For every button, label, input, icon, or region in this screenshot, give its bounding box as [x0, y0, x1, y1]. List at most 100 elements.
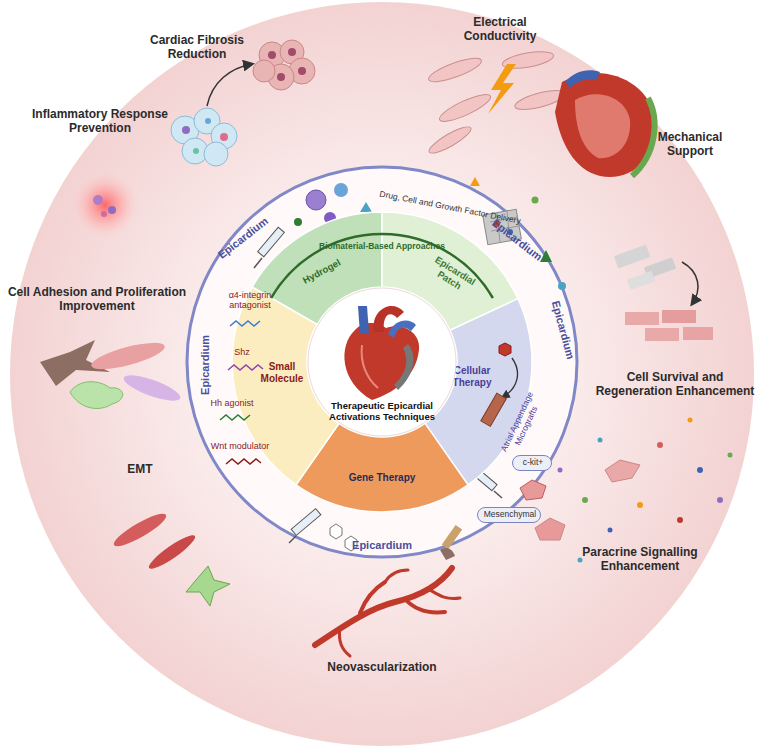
micrograft-illustration: [499, 343, 511, 356]
neovascularization-illustration: [315, 568, 460, 656]
paracrine-illustration: [688, 418, 693, 423]
epicardium-ring: [187, 167, 577, 557]
paracrine-illustration: [582, 497, 588, 503]
neovascularization-illustration: [430, 590, 460, 599]
fibrosis-illustration: [182, 126, 190, 134]
outcome-label: EMT: [110, 463, 170, 477]
molecule-label: α4-integrin antagonist: [220, 290, 280, 311]
segment-label: Gene Therapy: [337, 472, 427, 484]
inflammation-illustration: [71, 171, 139, 239]
inflammation-illustration: [93, 195, 103, 205]
outcome-label: Paracrine Signalling Enhancement: [570, 546, 710, 574]
micrograft-label: Atrial Appendage Micrografts: [498, 387, 546, 461]
mechanical-heart-illustration: [555, 73, 655, 177]
hydrogel-delivery-illustration: [334, 183, 348, 197]
cellular-delivery-illustration: [520, 480, 546, 500]
outcome-label: Cell Survival and Regeneration Enhanceme…: [589, 371, 761, 399]
emt-illustration: [146, 531, 199, 573]
epicardium-label: Epicardium: [199, 325, 212, 405]
mechanical-heart-illustration: [565, 70, 600, 88]
micrograft-illustration: [481, 393, 507, 426]
cellular-delivery-illustration: [494, 491, 502, 498]
paracrine-illustration: [578, 558, 583, 563]
center-fill: [308, 288, 456, 436]
heart-illustration: [394, 344, 413, 390]
gene-delivery-illustration: [330, 524, 342, 539]
paracrine-illustration: [605, 460, 640, 482]
molecule-label: Wnt modulator: [203, 441, 278, 451]
micrograft-illustration: [481, 343, 518, 426]
gene-delivery-illustration: [442, 525, 462, 549]
paracrine-illustration: [728, 453, 733, 458]
biomaterial-arc: [271, 234, 493, 298]
inflammation-illustration: [71, 171, 139, 239]
heart-illustration: [388, 321, 416, 338]
heart-illustration: [344, 323, 419, 400]
cell-survival-illustration: [614, 245, 713, 341]
inflammation-illustration: [108, 206, 116, 214]
fibrosis-illustration: [253, 60, 275, 82]
molecule-label: Hh agonist: [202, 398, 262, 408]
segment-label: Small Molecule: [253, 361, 311, 384]
patch-delivery-illustration: [470, 177, 480, 186]
conductivity-illustration: [426, 54, 483, 86]
adhesion-cells-illustration: [70, 382, 123, 409]
paracrine-illustration: [657, 442, 663, 448]
approach-label: Biomaterial-Based Approaches: [307, 242, 457, 252]
outcome-label: Cardiac Fibrosis Reduction: [138, 34, 256, 62]
cell-survival-illustration: [662, 310, 696, 323]
emt-illustration: [111, 509, 170, 551]
hydrogel-delivery-illustration: [360, 202, 372, 212]
small-molecule-icons: [228, 365, 263, 370]
box-label: Mesenchymal: [478, 510, 542, 520]
box-label: c-kit+: [513, 458, 553, 468]
emt-illustration: [186, 566, 230, 606]
micrograft-illustration: [503, 358, 518, 397]
cell-survival-illustration: [625, 312, 659, 325]
heart-illustration: [344, 306, 419, 400]
paracrine-illustration: [535, 518, 565, 540]
fibrosis-illustration: [298, 67, 306, 75]
gene-delivery-illustration: [291, 509, 321, 536]
heart-illustration: [358, 306, 369, 334]
emt-illustration: [111, 509, 230, 606]
neovascularization-illustration: [315, 568, 452, 645]
fibrosis-illustration: [268, 51, 276, 59]
paracrine-illustration: [598, 438, 603, 443]
epicardium-label: Epicardium: [547, 290, 580, 371]
fibrosis-illustration: [220, 133, 228, 141]
cell-survival-illustration: [645, 328, 679, 341]
paracrine-illustration: [558, 468, 563, 473]
fibrosis-illustration: [204, 142, 228, 166]
paracrine-illustration: [637, 502, 643, 508]
patch-delivery-illustration: [558, 282, 566, 290]
outcome-label: Neovascularization: [297, 661, 467, 675]
hydrogel-delivery-illustration: [254, 258, 262, 268]
cell-survival-illustration: [682, 262, 698, 304]
delivery-label: Drug, Cell and Growth Factor Delivery: [356, 185, 544, 231]
gene-delivery-illustration: [289, 536, 296, 543]
paracrine-illustration: [677, 517, 683, 523]
neovascularization-illustration: [339, 628, 350, 656]
molecule-label: Shz: [222, 347, 262, 357]
cell-survival-illustration: [683, 327, 713, 340]
adhesion-cells-illustration: [40, 337, 183, 408]
inflammation-illustration: [101, 211, 107, 217]
conductivity-illustration: [426, 123, 474, 157]
cell-type-box: c-kit+: [512, 455, 552, 471]
epicardium-label: Epicardium: [208, 208, 279, 267]
fibrosis-illustration: [207, 64, 252, 106]
mechanical-heart-illustration: [632, 98, 655, 176]
neovascularization-illustration: [385, 570, 408, 582]
heart-illustration: [362, 345, 378, 388]
paracrine-illustration: [697, 467, 703, 473]
segment-label: Therapeutic Epicardial Activations Techn…: [316, 401, 448, 423]
fibrosis-illustration: [193, 148, 199, 154]
mechanical-heart-illustration: [555, 70, 655, 177]
paracrine-illustration: [608, 528, 613, 533]
conductivity-illustration: [488, 64, 516, 114]
outcome-label: Mechanical Support: [648, 131, 733, 159]
